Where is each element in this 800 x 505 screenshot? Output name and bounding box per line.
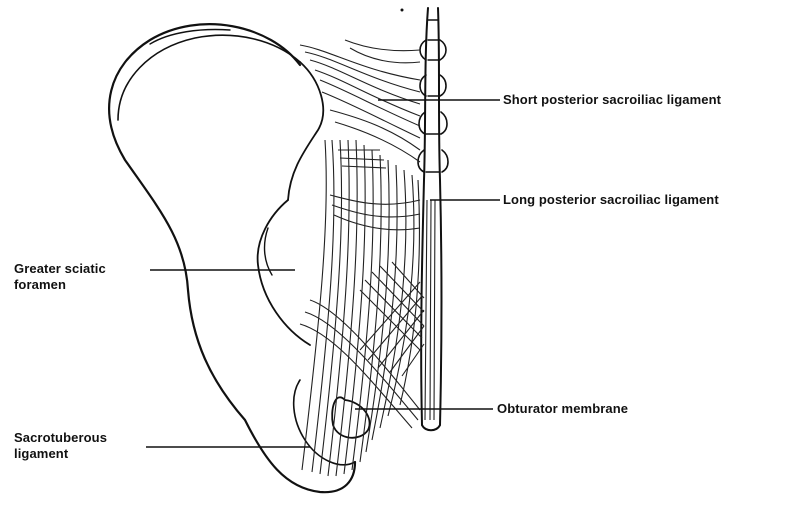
label-long-posterior-sacroiliac-ligament: Long posterior sacroiliac ligament [503,192,719,208]
foramen-inner-edge [265,228,272,275]
label-sacrotuberous-line2: ligament [14,446,107,462]
label-obturator-membrane: Obturator membrane [497,401,628,417]
posterior-ilium-edge [288,62,323,200]
iliac-crest-rim [118,35,300,120]
greater-sciatic-foramen-outline [258,200,310,345]
label-greater-sciatic-foramen: Greater sciatic foramen [14,261,106,294]
upper-strands [330,150,420,230]
ischial-tuberosity [294,380,355,465]
speck [401,9,404,12]
long-posterior-ligament-fibers [302,140,419,476]
crest-detail [150,30,230,44]
label-greater-sciatic-line2: foramen [14,277,106,293]
short-posterior-ligament-fibers [300,40,420,162]
label-sacrotuberous-ligament: Sacrotuberous ligament [14,430,107,463]
label-sacrotuberous-line1: Sacrotuberous [14,430,107,446]
label-short-posterior-sacroiliac-ligament: Short posterior sacroiliac ligament [503,92,721,108]
label-greater-sciatic-line1: Greater sciatic [14,261,106,277]
sacrum-column [418,8,448,430]
